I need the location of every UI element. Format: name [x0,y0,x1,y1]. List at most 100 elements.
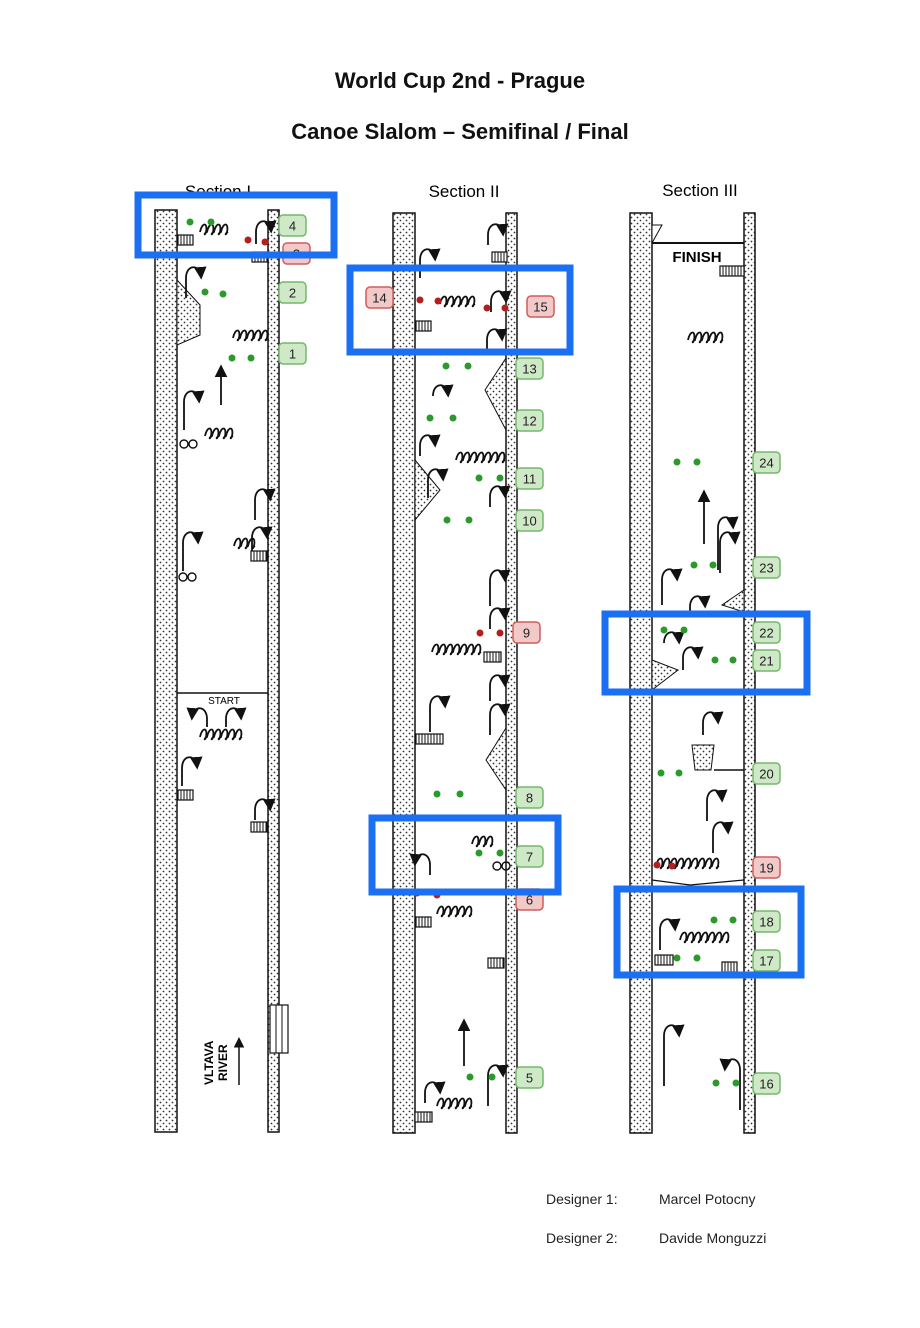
wave-sketch [233,537,256,550]
stopper-sketch [415,916,432,928]
gate-badge-24: 24 [752,451,781,474]
eddy-arrow-sketch [419,248,441,278]
designer-2-name: Davide Monguzzi [659,1230,767,1246]
downstream-gate-pole [201,288,209,296]
eddy-arrow-sketch [702,711,724,735]
stopper-sketch [250,550,268,562]
wave-sketch [204,427,234,440]
gate-badge-23: 23 [752,556,781,579]
gate-number: 19 [759,861,773,876]
eddy-arrow-sketch [661,568,683,605]
finish-label: FINISH [672,249,721,266]
section-1-channel [154,209,289,1133]
wave-sketch [199,223,229,236]
wave-sketch [439,295,476,308]
stopper-sketch [415,320,432,332]
gate-number: 17 [759,954,773,969]
gate-badge-18: 18 [752,910,781,933]
gate-number: 7 [526,850,533,865]
gate-badge-15: 15 [526,295,555,318]
flow-sketches [177,220,745,1123]
gate-badge-14: 14 [365,286,394,309]
eddy-arrow-sketch [254,488,276,520]
gate-badge-8: 8 [515,786,544,809]
eddy-arrow-sketch [424,1081,446,1103]
downstream-gate-pole [496,849,504,857]
gate-badge-20: 20 [752,762,781,785]
gate-badge-5: 5 [515,1066,544,1089]
downstream-gate-pole [228,354,236,362]
gate-number: 18 [759,915,773,930]
wave-sketch [455,451,506,464]
eddy-arrow-sketch [225,707,247,727]
obstacle [720,589,745,613]
gate-number: 8 [526,791,533,806]
stopper-sketch [483,651,502,663]
stopper-sketch [415,733,444,745]
downstream-gate-pole [207,218,215,226]
document-title: World Cup 2nd - Prague [334,68,586,93]
downstream-gate-pole [488,1073,496,1081]
river-label: VLTAVA RIVER [202,1040,230,1085]
eddy-arrow-sketch [489,569,511,606]
upstream-gate-pole [496,629,504,637]
left-bank [392,212,416,1134]
eddy-arrow-sketch [719,531,741,573]
gate-badge-21: 21 [752,649,781,672]
downstream-gate-pole [673,954,681,962]
downstream-gate-pole [475,849,483,857]
eddy-arrow-sketch [487,1064,509,1106]
downstream-gate-pole [475,474,483,482]
upstream-gate-pole [501,304,509,312]
gate-badge-4: 4 [278,214,307,237]
obstacle [484,356,507,431]
wave-sketch [431,643,482,656]
downstream-gate-pole [690,561,698,569]
downstream-gate-pole [729,656,737,664]
wave-sketch [471,835,494,848]
gate-number: 1 [289,347,296,362]
right-bank [267,209,280,1133]
gate-badge-22: 22 [752,621,781,644]
designer-1-label: Designer 1: [546,1191,618,1207]
eddy-arrow-sketch [427,468,449,498]
gate-number: 10 [522,514,536,529]
eddy-arrow-sketch [409,853,431,875]
eddy-arrow-sketch [659,918,681,950]
gate-badge-7: 7 [515,845,544,868]
designer-2-label: Designer 2: [546,1230,618,1246]
wave-sketch [232,329,269,342]
eddy-arrow-sketch [682,646,704,670]
downstream-gate-pole [247,354,255,362]
gate-number: 4 [289,219,296,234]
eddy-arrow-sketch [719,1058,741,1110]
stopper-sketch [177,234,194,246]
gate-poles [186,218,740,1087]
stopper-sketch [491,251,508,263]
downstream-gate-pole [219,290,227,298]
downstream-gate-pole [433,790,441,798]
downstream-gate-pole [732,1079,740,1087]
gate-number: 24 [759,456,773,471]
designer-1-name: Marcel Potocny [659,1191,756,1207]
downstream-gate-pole [660,626,668,634]
highlight-box [346,264,574,356]
obstacle [691,744,715,771]
wave-sketch [687,331,724,344]
wave-sketch [679,931,730,944]
gate-badge-17: 17 [752,949,781,972]
stopper-sketch [487,957,505,969]
stopper-sketch [250,821,268,833]
section-label-2: Section II [429,182,500,201]
gate-number: 11 [523,472,537,487]
eddy-arrow-sketch [706,789,728,821]
eddy-arrow-sketch [712,821,734,853]
downstream-gate-pole [712,1079,720,1087]
gate-number: 21 [759,654,773,669]
river-label-line1: VLTAVA [202,1040,216,1085]
obstacle [176,278,201,346]
section-label-3: Section III [662,181,738,200]
eddy-arrow-sketch [429,695,451,732]
downstream-gate-pole [426,414,434,422]
